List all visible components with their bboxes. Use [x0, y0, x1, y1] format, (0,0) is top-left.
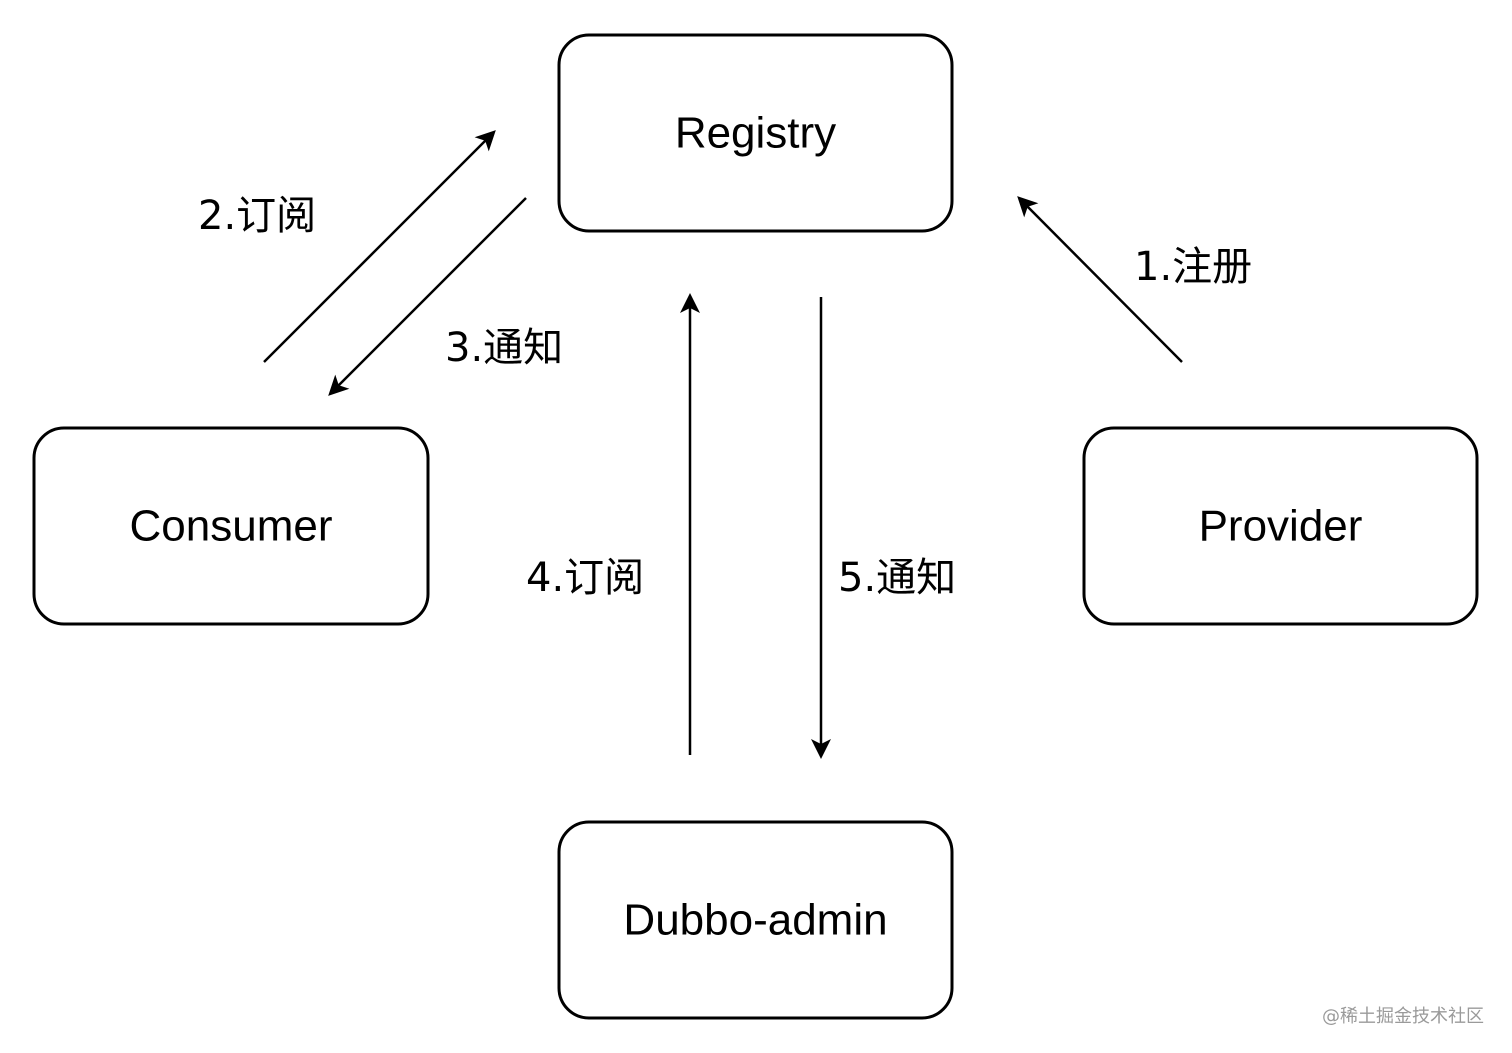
- node-provider: Provider: [1082, 426, 1479, 626]
- edge-admin-subscribe: 4.订阅: [526, 293, 700, 755]
- consumer-subscribe-arrow: [263, 130, 496, 363]
- node-consumer-label: Consumer: [130, 502, 333, 551]
- node-registry: Registry: [557, 33, 954, 233]
- watermark-text: @稀土掘金技术社区: [1322, 1006, 1484, 1027]
- node-dubbo-admin: Dubbo-admin: [557, 820, 954, 1020]
- edge-consumer-subscribe: 2.订阅: [198, 130, 496, 363]
- consumer-notify-arrow: [328, 197, 527, 396]
- edge-admin-notify: 5.通知: [811, 297, 956, 759]
- consumer-subscribe-label: 2.订阅: [198, 193, 316, 239]
- admin-subscribe-label: 4.订阅: [526, 555, 644, 601]
- edge-consumer-notify: 3.通知: [328, 197, 563, 396]
- register-arrow: [1017, 196, 1183, 363]
- register-label: 1.注册: [1134, 244, 1252, 290]
- node-registry-label: Registry: [675, 109, 836, 158]
- node-dubbo-admin-label: Dubbo-admin: [623, 896, 887, 945]
- node-consumer: Consumer: [32, 426, 430, 626]
- edge-register: 1.注册: [1017, 196, 1252, 363]
- node-provider-label: Provider: [1199, 502, 1363, 551]
- admin-notify-label: 5.通知: [838, 555, 956, 601]
- consumer-notify-label: 3.通知: [445, 325, 563, 371]
